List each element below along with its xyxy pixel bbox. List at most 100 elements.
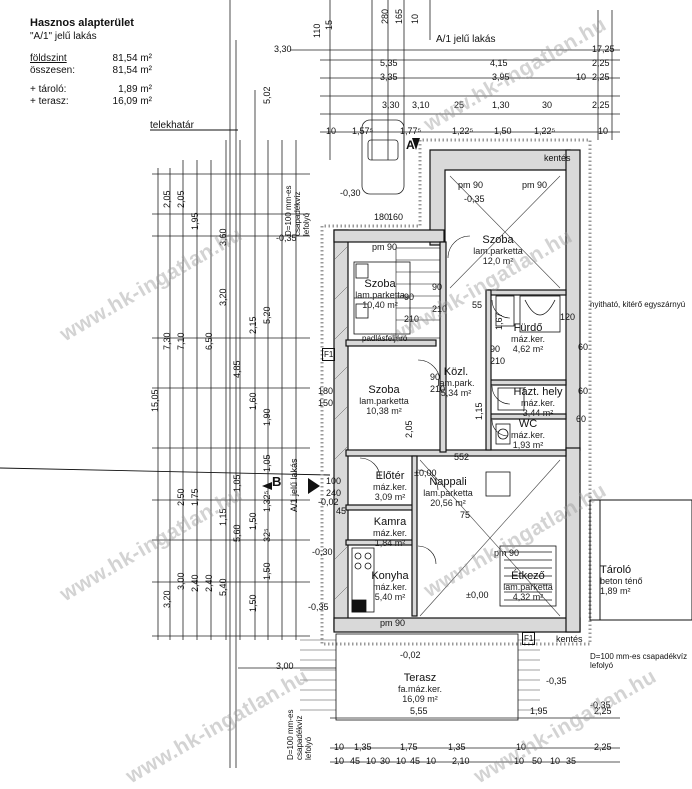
dimension-lines-top [229,0,620,768]
gutter-bottom-note: D=100 mm-es csapadékvíz lefolyó [286,709,313,760]
room-szoba-left2: Szoba lam.parketta 10,38 m² [344,384,424,416]
dim-1725: 17,25 [592,44,615,54]
dim-bottom-r1-4: 2,25 [594,742,612,752]
dim-top-r4-6: 10 [598,126,609,136]
door-swings [359,235,511,565]
elevation-m002-a: -0,02 [318,497,339,507]
elevation-m035-e: -0,35 [590,700,611,710]
opening-pm90-5: pm 90 [494,548,520,558]
dim-left-e3: 32⁵ [262,528,272,542]
room-area: 4,32 m² [512,592,544,602]
entrance-arrow [308,478,320,494]
dim-left-d0: 3,20 [162,590,172,608]
room-area: 1,89 m² [600,586,631,596]
room-area: 1,93 m² [512,440,544,450]
room-area: 5,34 m² [440,388,472,398]
dim-top-r2-2: 10 [576,72,587,82]
section-b-arrow [262,482,272,490]
stair [395,247,441,339]
elevation-m035-a: -0,35 [464,194,485,204]
room-etkezo: Étkező lam.parketta 4,32 m² [488,570,568,602]
opening-552: 552 [454,452,470,462]
opening-45: 45 [336,506,347,516]
area-label: földszint [30,53,67,64]
opening-90-4: 90 [490,344,501,354]
dim-left-a9: 1,60 [248,392,258,410]
room-floor: lam.parketta [355,290,405,300]
dim-top-r4-3: 1,22⁵ [452,126,474,136]
dim-bottom-r2-0: 10 [334,756,345,766]
opening-210-4: 210 [490,356,506,366]
room-tarolo: Tároló beton ténő 1,89 m² [600,564,690,596]
opening-pm90-4: pm 90 [380,618,406,628]
area-label: összesen: [30,65,76,76]
dim-bottom-225: 2,25 [594,706,612,716]
room-area: 3,44 m² [522,408,554,418]
dim-top-r2-1: 3,95 [492,72,510,82]
opening-60-2: 60 [578,386,589,396]
dim-left-e0: 5,60 [232,524,242,542]
dim-bottom-300: 3,00 [276,661,294,671]
dim-bottom-r1-3: 1,35 [448,742,466,752]
dim-bottom-r1-0: 10 [334,742,345,752]
f1-bottom-marker: F1 [522,632,536,645]
storage-unit [589,499,692,621]
apartment-label: A/1 jelű lakás [436,34,496,45]
opening-90-2: 90 [404,292,415,302]
dining-table [499,545,557,607]
room-name: Terasz [403,672,437,684]
floor-plan-drawing [0,0,692,768]
room-terasz: Terasz fa.máz.ker. 16,09 m² [380,672,460,704]
section-a-label: A [406,138,415,152]
room-name: WC [518,418,538,430]
dim-bottom-r2-2: 10 [366,756,377,766]
opening-160-top: 160 [388,212,404,222]
area-value: 1,89 m² [118,84,152,95]
dim-left-e1: 5,40 [218,578,228,596]
opening-pm90-1: pm 90 [372,242,398,252]
area-row-terrace: + terasz: 16,09 m² [30,96,152,107]
area-row-storage: + tároló: 1,89 m² [30,84,152,95]
dim-top-r3-4: 30 [542,100,553,110]
section-a-arrow [412,138,420,150]
room-area: 10,38 m² [366,406,402,416]
dim-left-c4: 1,50 [248,512,258,530]
room-wc: WC máz.ker. 1,93 m² [488,418,568,450]
dim-top-r3-1: 3,10 [412,100,430,110]
opening-pm90-2: pm 90 [458,180,484,190]
opening-180-top: 180 [374,212,390,222]
area-value: 81,54 m² [112,65,152,76]
dim-left-b0: 7,30 [162,332,172,350]
gutter-right-note: D=100 mm-es csapadékvíz lefolyó [590,652,688,670]
dim-top-r4-2: 1,77⁵ [400,126,422,136]
room-eloter: Előtér máz.ker. 3,09 m² [350,470,430,502]
entrance-label: A/1 jelű lakás [289,458,299,512]
dim-left-a1: 1,95 [190,212,200,230]
elevation-m035-d: -0,35 [308,602,329,612]
opening-210-2: 210 [404,314,420,324]
kitchen-fixtures [351,471,511,613]
dim-left-d2: 2,40 [190,574,200,592]
opening-240: 240 [326,488,342,498]
dim-bottom-r2-4: 10 [396,756,407,766]
dim-bottom-r2-10: 10 [550,756,561,766]
dim-top-r3-5: 2,25 [592,100,610,110]
opening-167: 1,67 [494,312,504,330]
opening-pm90-3: pm 90 [522,180,548,190]
room-area: 20,56 m² [430,498,466,508]
dim-top-r2-0: 3,35 [380,72,398,82]
room-floor: máz.ker. [372,582,407,592]
room-konyha: Konyha máz.ker. 5,40 m² [350,570,430,602]
room-name: Szoba [368,384,400,396]
dim-left-d3: 2,40 [204,574,214,592]
room-name: Tároló [600,564,632,576]
room-nappali: Nappali lam.parketta 20,56 m² [408,476,488,508]
room-area: 4,62 m² [512,344,544,354]
opening-100: 100 [326,476,342,486]
dimension-lines-left [152,90,310,640]
room-area: 16,09 m² [402,694,438,704]
room-area: 5,40 m² [374,592,406,602]
attic-hatch-label: padlásfeljáró [362,334,408,343]
dim-bottom-195: 1,95 [530,706,548,716]
opening-120: 120 [560,312,576,322]
